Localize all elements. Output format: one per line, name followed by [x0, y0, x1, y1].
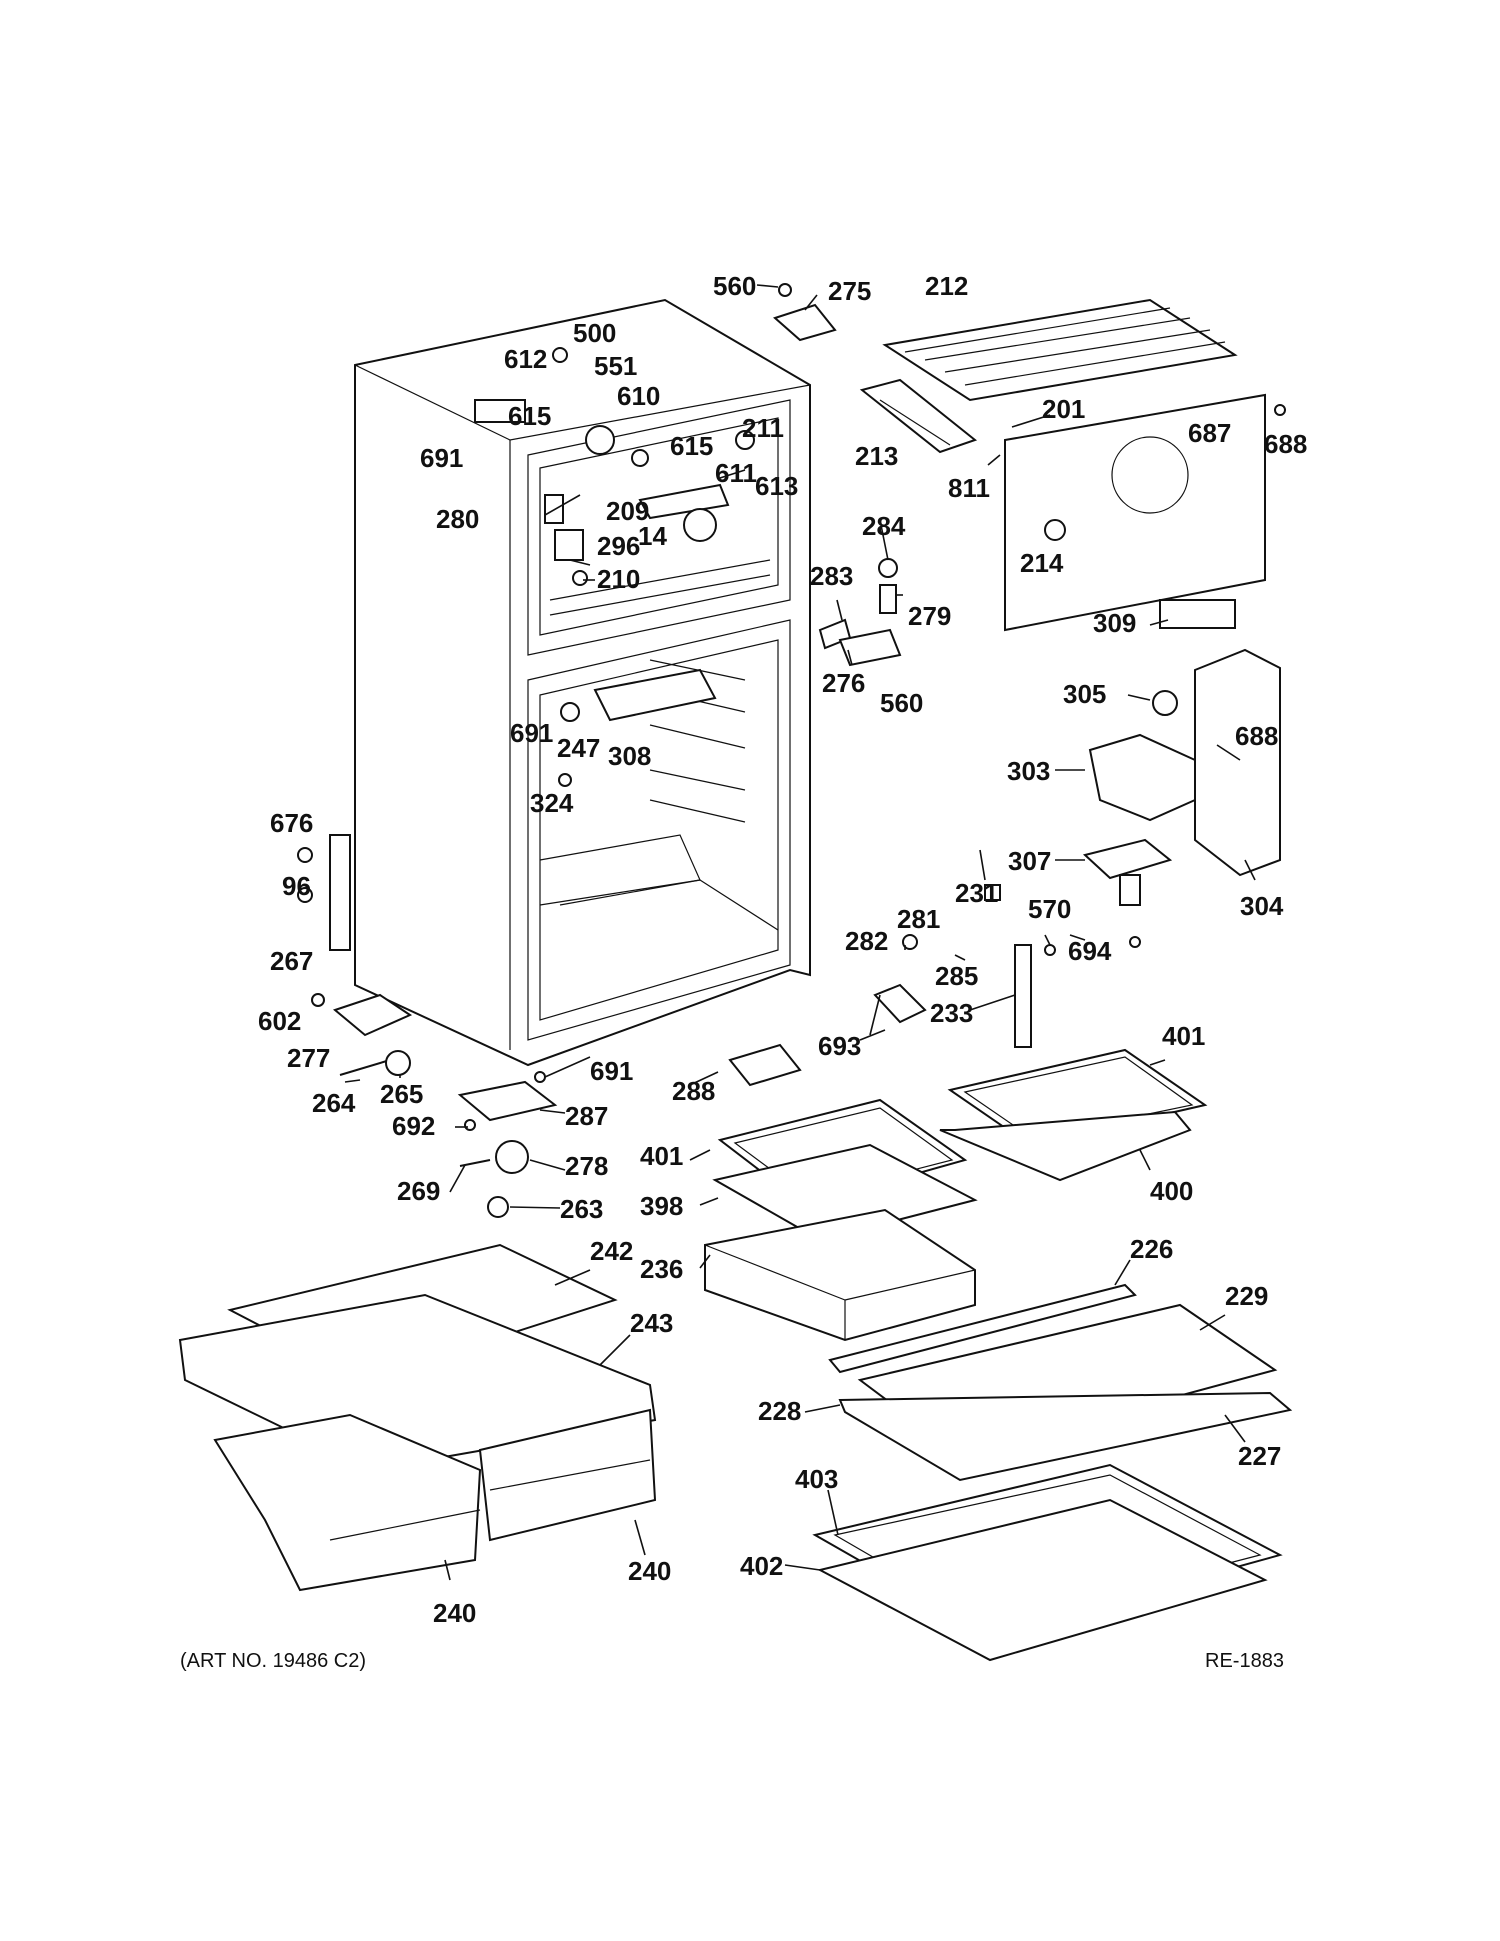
- callout-398: 398: [640, 1191, 683, 1221]
- callout-labels: 560 275 212 500 612 551 610 615 201 211 …: [258, 271, 1307, 1628]
- callout-611: 611: [715, 458, 757, 488]
- callout-265: 265: [380, 1079, 423, 1109]
- callout-401-b: 401: [640, 1141, 683, 1171]
- callout-688-b: 688: [1235, 721, 1278, 751]
- callout-401: 401: [1162, 1021, 1205, 1051]
- art-number: (ART NO. 19486 C2): [180, 1650, 366, 1672]
- callout-278: 278: [565, 1151, 608, 1181]
- freezer-wire-shelf: [882, 298, 1238, 402]
- callout-402: 402: [740, 1551, 783, 1581]
- callout-233: 233: [930, 998, 973, 1028]
- callout-500: 500: [573, 318, 616, 348]
- callout-403: 403: [795, 1464, 838, 1494]
- callout-570: 570: [1028, 894, 1071, 924]
- callout-227: 227: [1238, 1441, 1281, 1471]
- callout-209: 209: [606, 496, 649, 526]
- callout-211: 211: [742, 413, 784, 443]
- callout-14: 14: [638, 521, 667, 551]
- callout-201: 201: [1042, 394, 1085, 424]
- callout-281: 281: [897, 904, 940, 934]
- callout-276: 276: [822, 668, 865, 698]
- reference-code: RE-1883: [1205, 1650, 1284, 1672]
- callout-305: 305: [1063, 679, 1106, 709]
- callout-688: 688: [1264, 429, 1307, 459]
- callout-267: 267: [270, 946, 313, 976]
- callout-236: 236: [640, 1254, 683, 1284]
- callout-285: 285: [935, 961, 978, 991]
- callout-269: 269: [397, 1176, 440, 1206]
- callout-324: 324: [530, 788, 574, 818]
- callout-263: 263: [560, 1194, 603, 1224]
- callout-304: 304: [1240, 891, 1284, 921]
- callout-296: 296: [597, 531, 640, 561]
- callout-212: 212: [925, 271, 968, 301]
- callout-283: 283: [810, 561, 853, 591]
- callout-400: 400: [1150, 1176, 1193, 1206]
- callout-308: 308: [608, 741, 651, 771]
- callout-309: 309: [1093, 608, 1136, 638]
- callout-613: 613: [755, 471, 798, 501]
- callout-213: 213: [855, 441, 898, 471]
- callout-287: 287: [565, 1101, 608, 1131]
- callout-676: 676: [270, 808, 313, 838]
- callout-615-b: 615: [670, 431, 713, 461]
- callout-691: 691: [420, 443, 463, 473]
- callout-214: 214: [1020, 548, 1064, 578]
- crisper-cover-assembly: [828, 1283, 1293, 1482]
- callout-691-c: 691: [590, 1056, 633, 1086]
- small-hardware: [297, 283, 1286, 1218]
- callout-602: 602: [258, 1006, 301, 1036]
- callout-275: 275: [828, 276, 871, 306]
- callout-693: 693: [818, 1031, 861, 1061]
- callout-277: 277: [287, 1043, 330, 1073]
- callout-560-b: 560: [880, 688, 923, 718]
- callout-247: 247: [557, 733, 600, 763]
- callout-242: 242: [590, 1236, 633, 1266]
- callout-231: 231: [955, 878, 998, 908]
- freezer-pans: [178, 1243, 657, 1592]
- callout-687: 687: [1188, 418, 1231, 448]
- callout-288: 288: [672, 1076, 715, 1106]
- callout-226: 226: [1130, 1234, 1173, 1264]
- callout-240: 240: [628, 1556, 671, 1586]
- glass-shelves: [712, 1048, 1208, 1242]
- control-housing: [1082, 648, 1281, 906]
- callout-264: 264: [312, 1088, 356, 1118]
- callout-307: 307: [1008, 846, 1051, 876]
- callout-560: 560: [713, 271, 756, 301]
- bottom-shelf-frame: [812, 1463, 1283, 1662]
- callout-210: 210: [597, 564, 640, 594]
- callout-691-b: 691: [510, 718, 553, 748]
- callout-282: 282: [845, 926, 888, 956]
- callout-240-b: 240: [433, 1598, 476, 1628]
- callout-612: 612: [504, 344, 547, 374]
- callout-284: 284: [862, 511, 906, 541]
- callout-279: 279: [908, 601, 951, 631]
- crisper-pan: [704, 1208, 976, 1342]
- freezer-back-panel: [1004, 393, 1266, 632]
- callout-96: 96: [282, 871, 311, 901]
- callout-811: 811: [948, 473, 990, 503]
- callout-615: 615: [508, 401, 551, 431]
- leader-lines: [344, 284, 1256, 1581]
- callout-610: 610: [617, 381, 660, 411]
- callout-692: 692: [392, 1111, 435, 1141]
- ice-tray: [859, 378, 978, 454]
- callout-303: 303: [1007, 756, 1050, 786]
- callout-280: 280: [436, 504, 479, 534]
- callout-243: 243: [630, 1308, 673, 1338]
- callout-229: 229: [1225, 1281, 1268, 1311]
- callout-228: 228: [758, 1396, 801, 1426]
- callout-551: 551: [594, 351, 637, 381]
- callout-694: 694: [1068, 936, 1112, 966]
